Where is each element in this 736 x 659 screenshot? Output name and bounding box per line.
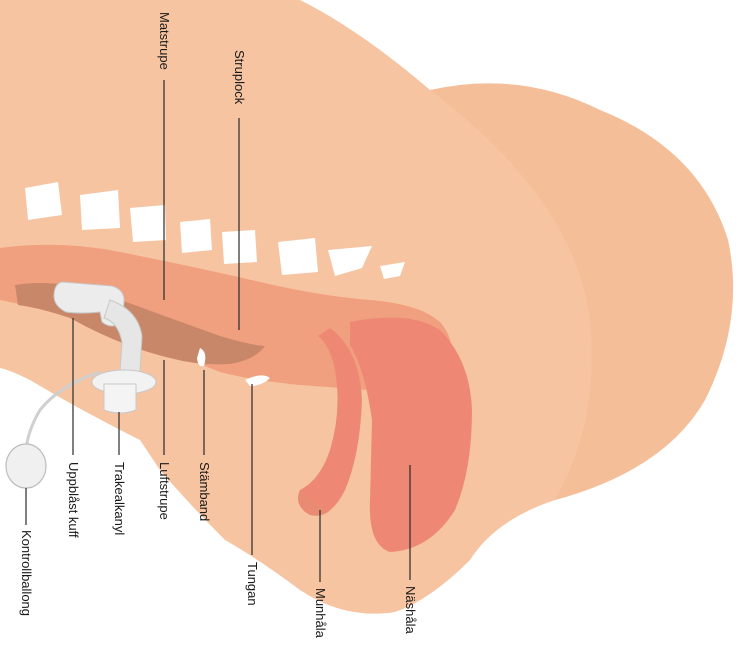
vertebra-3 (130, 205, 166, 242)
label-matstrupe: Matstrupe (157, 12, 172, 70)
label-munhala: Munhåla (313, 588, 328, 639)
vertebra-4 (180, 219, 212, 253)
cannula-connector (104, 384, 136, 413)
label-uppblast-kuff: Uppblåst kuff (66, 462, 81, 538)
label-kontrollballong: Kontrollballong (19, 530, 34, 616)
label-trakealkanyl: Trakealkanyl (112, 462, 127, 535)
label-tungan: Tungan (245, 562, 260, 606)
vertebra-6 (278, 238, 318, 275)
label-nashala: Näshåla (403, 586, 418, 634)
vertebra-1 (25, 182, 62, 220)
pilot-balloon (6, 444, 46, 488)
label-stamband: Stämband (197, 462, 212, 521)
vertebra-2 (80, 190, 120, 230)
label-luftstrupe: Luftstrupe (157, 462, 172, 520)
label-struplock: Struplock (232, 50, 247, 105)
